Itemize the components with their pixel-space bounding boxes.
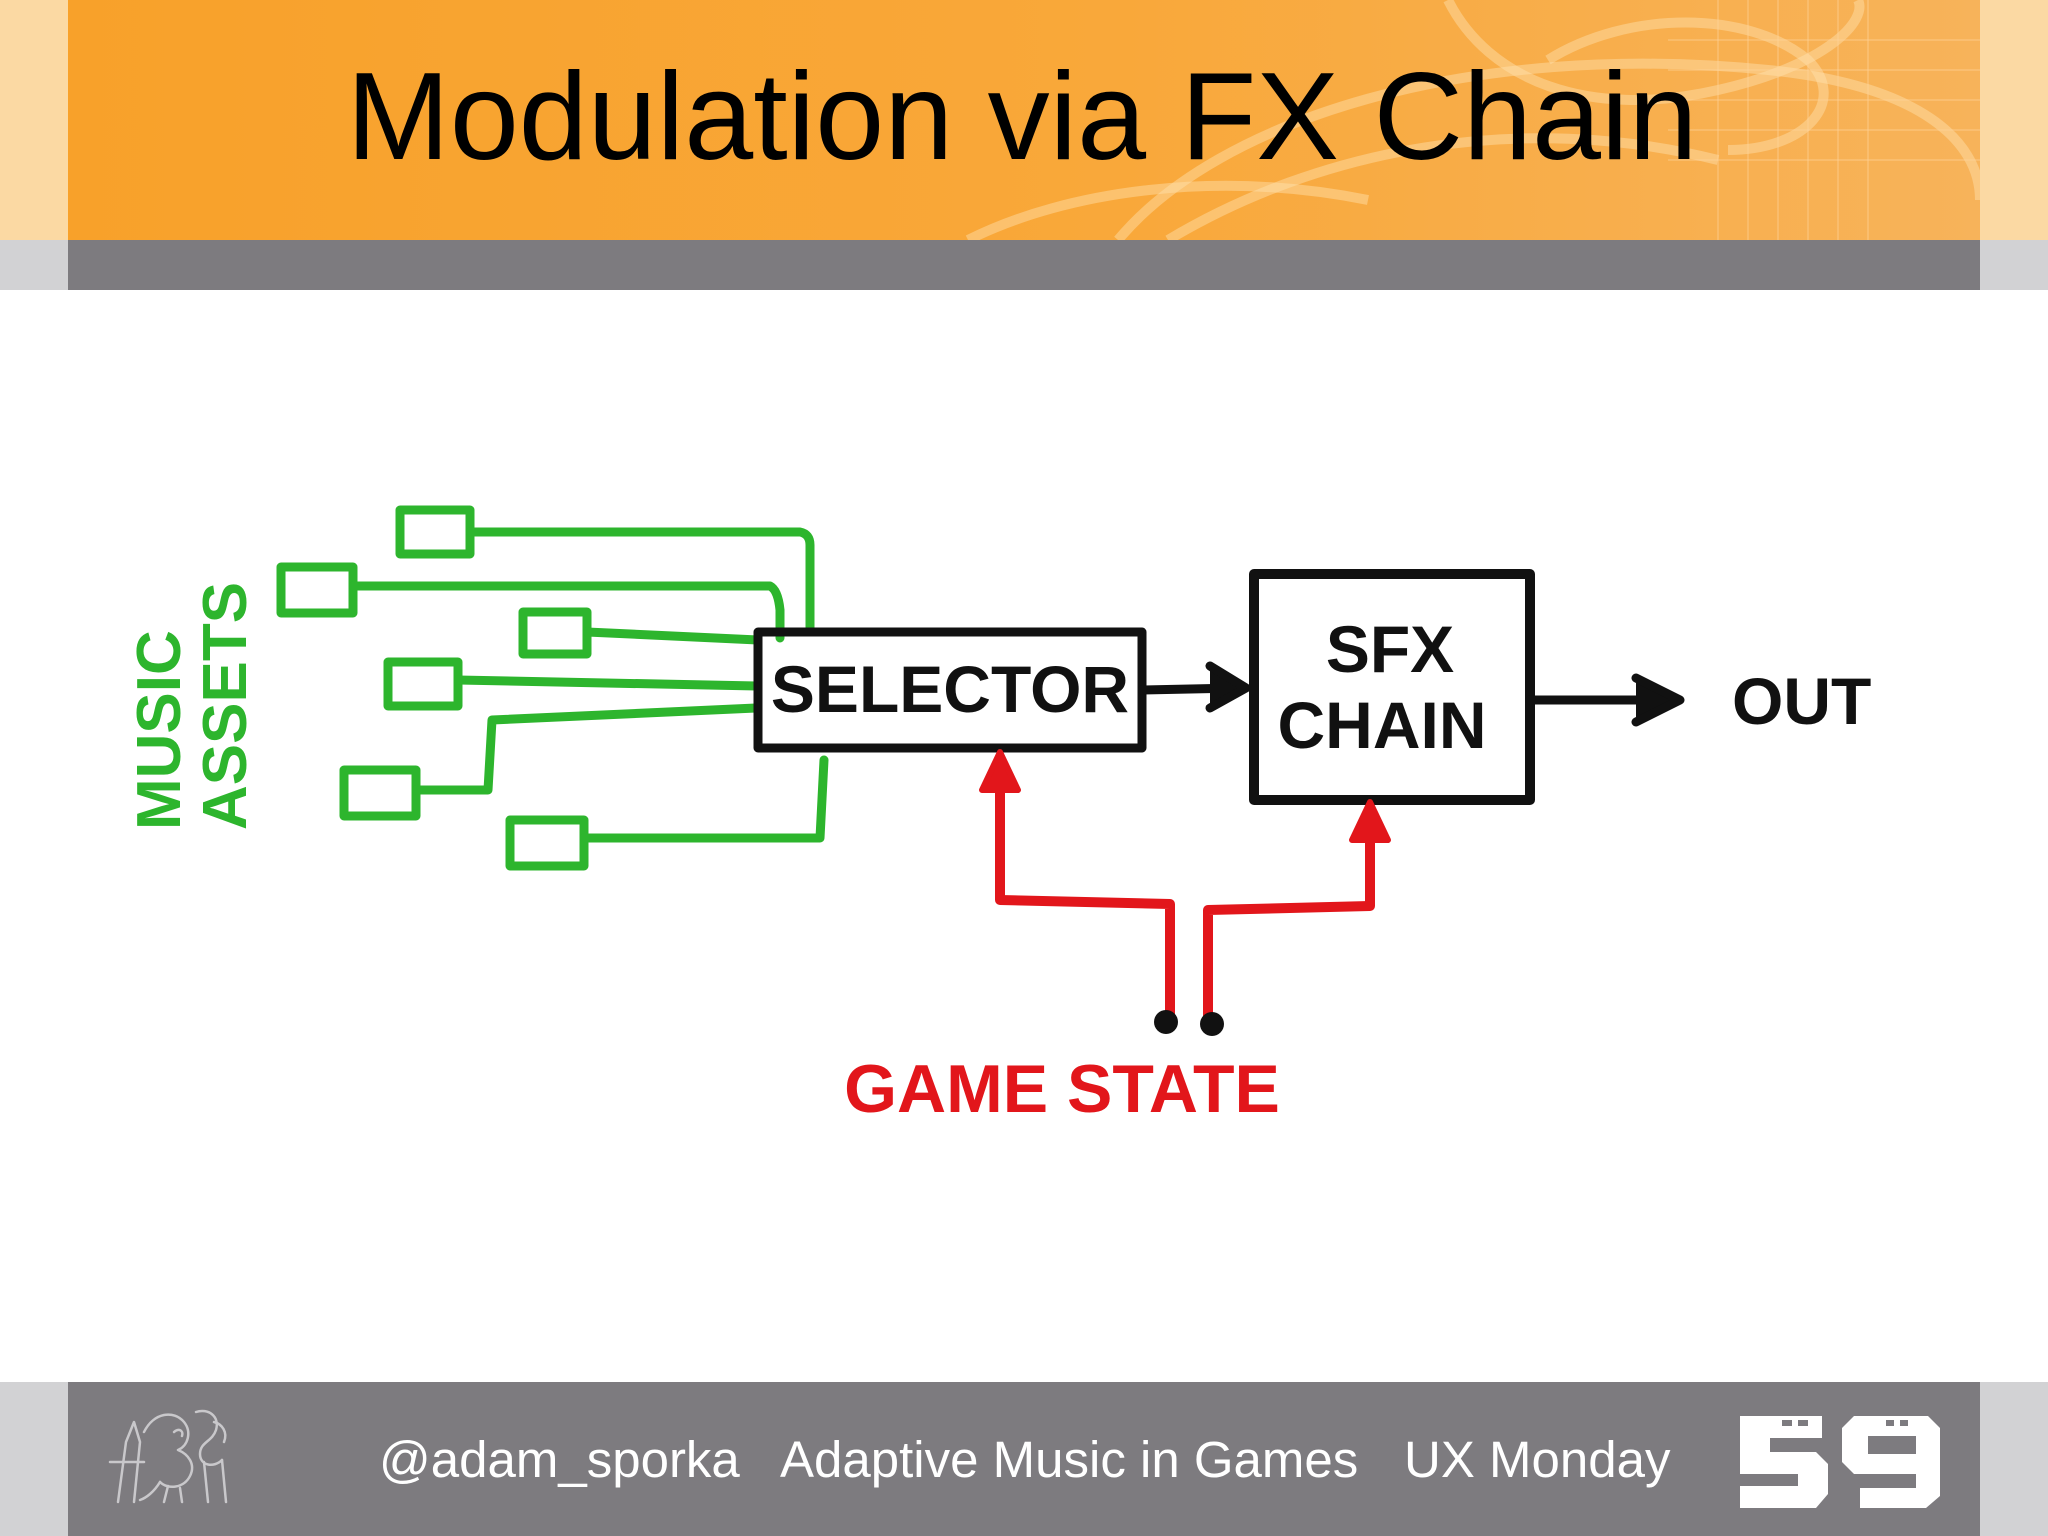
asset-wire-1 — [465, 527, 815, 635]
out-label: OUT — [1732, 664, 1871, 738]
game-state-dots — [1154, 1010, 1224, 1036]
music-asset-box-2 — [276, 562, 358, 618]
header-divider-bar — [68, 240, 1980, 290]
arrow-sfx-to-out — [1525, 673, 1685, 727]
music-asset-box-1 — [395, 505, 475, 559]
header-side-left — [0, 0, 68, 240]
music-asset-box-4 — [383, 657, 463, 711]
footer-event: UX Monday — [1404, 1431, 1671, 1488]
music-asset-box-3 — [518, 607, 592, 659]
asset-wire-2 — [348, 581, 785, 643]
footer-side-left — [0, 1382, 68, 1536]
assets-label-line1: MUSIC — [125, 630, 194, 830]
sfx-chain-node: SFX CHAIN — [1249, 569, 1535, 805]
arrowhead-to-selector — [979, 749, 1021, 793]
header-band — [68, 0, 1980, 240]
logo-59-graphic — [1740, 1416, 1940, 1508]
sfx-chain-box — [1249, 569, 1535, 805]
game-state-wires — [995, 761, 1375, 1025]
game-state-wire-to-sfx — [1203, 815, 1375, 1025]
music-assets-label: MUSIC ASSETS — [125, 582, 260, 830]
music-asset-box-6 — [505, 815, 589, 871]
sfx-chain-label-line1: SFX — [1326, 612, 1454, 686]
header-side-left-strip — [0, 240, 68, 290]
selector-label: SELECTOR — [771, 652, 1129, 726]
header-swirl-decoration — [965, 0, 1980, 240]
game-state-label: GAME STATE — [844, 1051, 1280, 1127]
selector-node: SELECTOR — [753, 627, 1147, 753]
footer-band — [68, 1382, 1980, 1536]
header-side-right — [1980, 0, 2048, 240]
footer-talk-title: Adaptive Music in Games — [780, 1431, 1359, 1488]
asset-wire-3 — [582, 627, 763, 645]
footer-handle: @adam_sporka — [379, 1431, 740, 1488]
slide-title: Modulation via FX Chain — [346, 48, 1698, 186]
assets-label-line2: ASSETS — [191, 582, 260, 830]
asset-wire-4 — [453, 675, 762, 691]
arrowhead-to-sfx — [1349, 799, 1391, 843]
music-asset-box-5 — [339, 765, 421, 821]
game-state-wire-to-selector — [995, 761, 1175, 1025]
sfx-chain-label-line2: CHAIN — [1278, 688, 1487, 762]
footer-side-right — [1980, 1382, 2048, 1536]
fx-chain-diagram: MUSIC ASSETS SELECTOR — [125, 505, 1871, 1127]
lion-crest-icon — [108, 1409, 228, 1504]
asset-wire-6 — [579, 755, 829, 843]
music-assets-group — [276, 505, 829, 871]
ux-monday-59-logo — [1736, 1412, 1942, 1512]
arrow-selector-to-sfx — [1137, 661, 1251, 713]
game-state-arrowheads — [979, 749, 1391, 843]
header-side-right-strip — [1980, 240, 2048, 290]
asset-wire-5 — [411, 703, 761, 795]
